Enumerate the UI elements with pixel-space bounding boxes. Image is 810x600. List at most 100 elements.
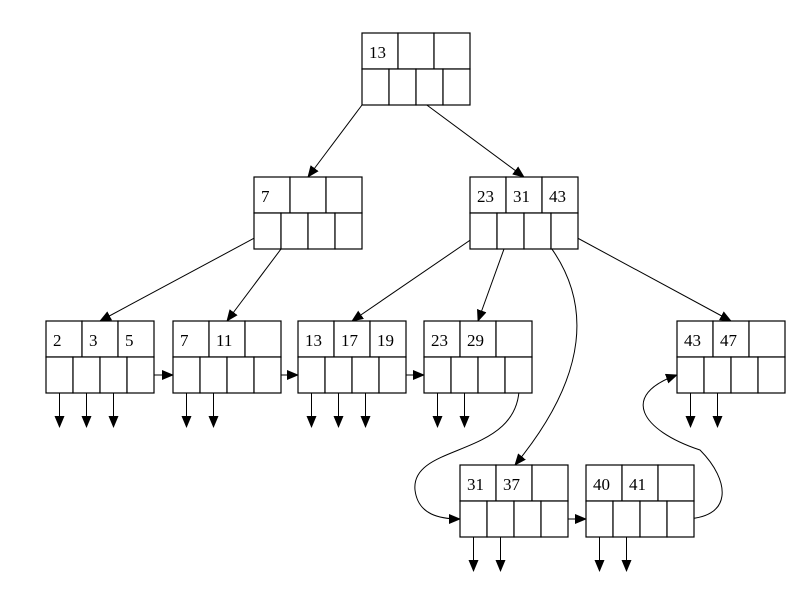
- key-label: 47: [720, 331, 738, 350]
- pointer-cell: [199, 356, 228, 394]
- pointer-cell: [639, 500, 668, 538]
- key-label: 13: [305, 331, 322, 350]
- key-cell: [495, 320, 533, 358]
- key-cell: [657, 464, 695, 502]
- key-cell: [369, 320, 407, 358]
- pointer-cell: [415, 68, 444, 106]
- pointer-cell: [361, 68, 390, 106]
- key-cell: [397, 32, 435, 70]
- key-cell: [117, 320, 155, 358]
- key-label: 7: [261, 187, 270, 206]
- key-label: 23: [431, 331, 448, 350]
- pointer-cell: [388, 68, 417, 106]
- pointer-cell: [477, 356, 506, 394]
- tree-node-leaf-23-29: 23 29: [423, 320, 533, 394]
- key-cell: [297, 320, 335, 358]
- key-label: 7: [180, 331, 189, 350]
- key-label: 2: [53, 331, 62, 350]
- pointer-cell: [513, 500, 542, 538]
- key-label: 41: [629, 475, 646, 494]
- key-label: 37: [503, 475, 521, 494]
- pointer-cell: [334, 212, 363, 250]
- tree-node-leaf-13-17-19: 13 17 19: [297, 320, 407, 394]
- child-pointer-arrow: [99, 230, 268, 322]
- pointer-cell: [585, 500, 614, 538]
- pointer-cell: [72, 356, 101, 394]
- key-label: 31: [467, 475, 484, 494]
- pointer-cell: [540, 500, 569, 538]
- pointer-cell: [297, 356, 326, 394]
- pointer-cell: [612, 500, 641, 538]
- key-label: 43: [549, 187, 566, 206]
- pointer-cell: [172, 356, 201, 394]
- key-label: 3: [89, 331, 98, 350]
- key-cell: [541, 176, 579, 214]
- child-pointer-arrow: [514, 230, 578, 466]
- key-label: 11: [216, 331, 232, 350]
- key-cell: [45, 320, 83, 358]
- pointer-cell: [307, 212, 336, 250]
- key-cell: [712, 320, 750, 358]
- pointer-cell: [550, 212, 579, 250]
- pointer-cell: [280, 212, 309, 250]
- child-pointer-arrow: [564, 230, 732, 322]
- key-label: 13: [369, 43, 386, 62]
- tree-node-leaf-7-11: 7 11: [172, 320, 282, 394]
- key-cell: [621, 464, 659, 502]
- pointer-cell: [496, 212, 525, 250]
- pointer-cell: [378, 356, 407, 394]
- key-cell: [325, 176, 363, 214]
- key-label: 40: [593, 475, 610, 494]
- pointer-cell: [450, 356, 479, 394]
- key-cell: [81, 320, 119, 358]
- tree-node-leaf-31-37: 31 37: [459, 464, 569, 538]
- pointer-cell: [523, 212, 552, 250]
- key-cell: [244, 320, 282, 358]
- key-cell: [459, 464, 497, 502]
- pointer-cell: [226, 356, 255, 394]
- key-label: 23: [477, 187, 494, 206]
- key-cell: [208, 320, 246, 358]
- tree-node-internal-right: 23 31 43: [469, 176, 579, 250]
- pointer-cell: [45, 356, 74, 394]
- pointer-cell: [423, 356, 452, 394]
- key-cell: [172, 320, 210, 358]
- pointer-cell: [504, 356, 533, 394]
- key-cell: [748, 320, 786, 358]
- key-label: 29: [467, 331, 484, 350]
- key-cell: [253, 176, 291, 214]
- key-label: 43: [684, 331, 701, 350]
- pointer-cell: [469, 212, 498, 250]
- child-pointer-arrow: [351, 230, 484, 322]
- key-label: 5: [125, 331, 134, 350]
- tree-node-root: 13: [361, 32, 471, 106]
- pointer-cell: [126, 356, 155, 394]
- key-cell: [531, 464, 569, 502]
- pointer-cell: [253, 212, 282, 250]
- pointer-cell: [351, 356, 380, 394]
- tree-node-leaf-43-47: 43 47: [676, 320, 786, 394]
- pointer-cell: [757, 356, 786, 394]
- pointer-cell: [442, 68, 471, 106]
- key-cell: [433, 32, 471, 70]
- pointer-cell: [666, 500, 695, 538]
- pointer-cell: [730, 356, 759, 394]
- key-label: 19: [377, 331, 394, 350]
- pointer-cell: [676, 356, 705, 394]
- tree-node-leaf-2-3-5: 2 3 5: [45, 320, 155, 394]
- key-label: 31: [513, 187, 530, 206]
- pointer-cell: [324, 356, 353, 394]
- sibling-link-arrow: [642, 373, 723, 520]
- pointer-cell: [703, 356, 732, 394]
- key-label: 17: [341, 331, 359, 350]
- key-cell: [289, 176, 327, 214]
- pointer-cell: [253, 356, 282, 394]
- pointer-cell: [486, 500, 515, 538]
- tree-node-leaf-40-41: 40 41: [585, 464, 695, 538]
- tree-node-internal-left: 7: [253, 176, 363, 250]
- pointer-cell: [99, 356, 128, 394]
- pointer-cell: [459, 500, 488, 538]
- sibling-link-arrow: [414, 374, 520, 524]
